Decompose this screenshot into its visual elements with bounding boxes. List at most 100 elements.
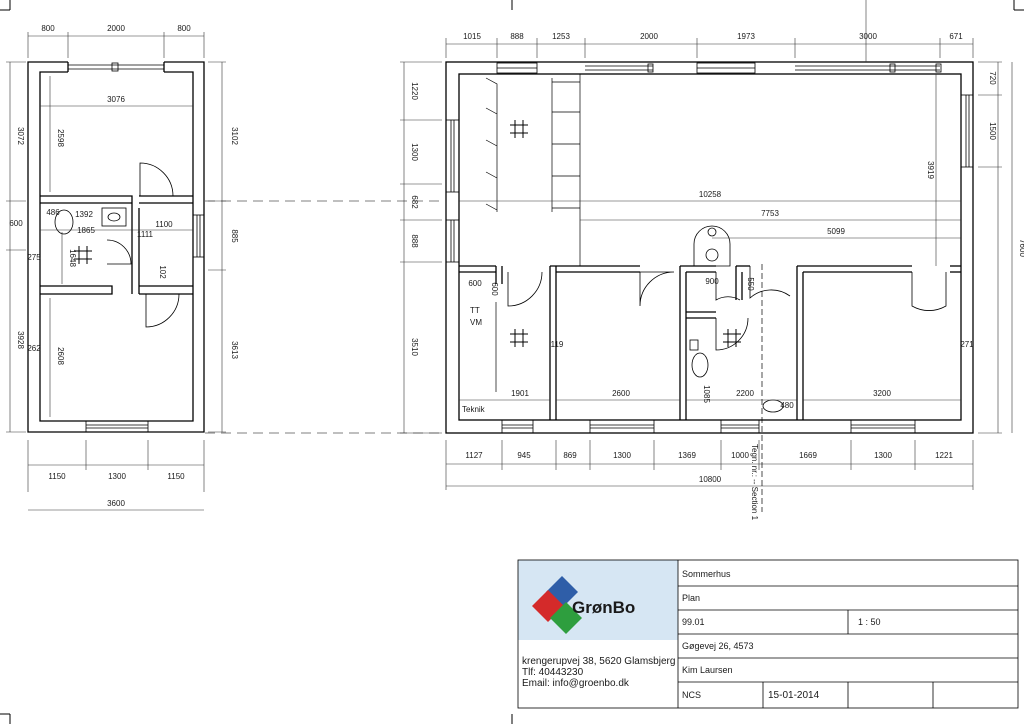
right-room-width-2: 2600	[612, 389, 630, 398]
right-plan: TT VM Teknik Tegn. nr.: -- Section 1 101…	[400, 0, 1024, 521]
right-dimension-texts: 1015 888 1253 2000 1973 3000 671 1220 13…	[410, 32, 1024, 484]
company-email: Email: info@groenbo.dk	[522, 678, 630, 689]
right-stove	[693, 225, 731, 267]
title-block-texts: krengerupvej 38, 5620 Glamsbjerg Tlf: 40…	[522, 569, 881, 701]
right-doors	[507, 266, 947, 351]
left-room-height-2: 1648	[68, 249, 77, 267]
right-bottom-dim-3: 869	[563, 451, 577, 460]
left-bottom-dim-1: 1150	[48, 472, 66, 481]
left-vdim-1: 3072	[16, 127, 25, 145]
left-dimension-texts: 800 2000 800 3076 1392 1100 486 1865 111…	[9, 24, 239, 508]
right-interior-dim-11: 271	[960, 340, 974, 349]
left-room-width-4: 486	[46, 208, 60, 217]
left-toilet-basin	[54, 207, 127, 235]
client-name: Kim Laursen	[682, 665, 733, 675]
logo-text: GrønBo	[572, 598, 635, 617]
drawing-scale: 1 : 50	[858, 617, 881, 627]
author-initials: NCS	[682, 690, 701, 700]
left-top-dim-3: 800	[177, 24, 191, 33]
right-room-markers	[510, 120, 741, 347]
label-tt: TT	[470, 306, 480, 315]
right-top-dim-7: 671	[949, 32, 963, 41]
right-bottom-dim-2: 945	[517, 451, 531, 460]
left-dimension-lines	[6, 32, 226, 511]
left-room-width-1: 3076	[107, 95, 125, 104]
right-left-dim-5: 3510	[410, 338, 419, 356]
right-right-dim-4: 3919	[926, 161, 935, 179]
left-vdim-2: 600	[9, 219, 23, 228]
right-windows-bottom	[501, 419, 916, 434]
right-bottom-dim-7: 1669	[799, 451, 817, 460]
right-left-dim-4: 888	[410, 234, 419, 248]
left-bottom-dim-2: 1300	[108, 472, 126, 481]
left-vdim-4: 3102	[230, 127, 239, 145]
right-bathroom-fixtures	[689, 339, 784, 413]
right-plan-walls	[445, 61, 974, 434]
right-left-dim-2: 1300	[410, 143, 419, 161]
right-total-width: 10800	[699, 475, 722, 484]
right-interior-dim-5: 600	[490, 282, 499, 296]
left-top-dim-1: 800	[41, 24, 55, 33]
right-left-dim-3: 682	[410, 195, 419, 209]
left-vdim-6: 3613	[230, 341, 239, 359]
right-top-dim-2: 888	[510, 32, 524, 41]
left-window-bottom	[85, 420, 149, 433]
drawing-number: 99.01	[682, 617, 705, 627]
right-bottom-dim-1: 1127	[465, 451, 483, 460]
right-interior-dim-9: 1085	[702, 385, 711, 403]
drawing-name: Plan	[682, 593, 700, 603]
left-small-dim-5: 262	[27, 344, 41, 353]
title-block: GrønBo krengerupvej 38, 5620 Glamsbjerg …	[517, 559, 1019, 709]
left-window-right	[192, 214, 205, 258]
right-windows-top	[496, 62, 942, 74]
right-bottom-dim-9: 1221	[935, 451, 953, 460]
right-dimension-lines	[400, 0, 1013, 490]
site-address: Gøgevej 26, 4573	[682, 641, 754, 651]
right-interior-dim-6: 900	[705, 277, 719, 286]
left-plan-walls	[27, 61, 205, 433]
right-bottom-dim-4: 1300	[613, 451, 631, 460]
left-plan: 800 2000 800 3076 1392 1100 486 1865 111…	[6, 24, 239, 511]
right-right-dim-3: 7600	[1018, 239, 1024, 257]
left-small-dim-2: 1111	[137, 230, 154, 239]
left-room-height-1: 2598	[56, 129, 65, 147]
right-room-width-3: 2200	[736, 389, 754, 398]
right-interior-dim-4: 600	[468, 279, 482, 288]
right-top-dim-5: 1973	[737, 32, 755, 41]
right-left-dim-1: 1220	[410, 82, 419, 100]
section-label: Tegn. nr.: -- Section 1	[750, 444, 759, 521]
right-top-dim-6: 3000	[859, 32, 877, 41]
left-window-top	[68, 62, 164, 72]
drawing-date: 15-01-2014	[768, 690, 820, 701]
company-address: krengerupvej 38, 5620 Glamsbjerg	[522, 656, 675, 667]
left-top-dim-2: 2000	[107, 24, 125, 33]
right-room-width-4: 3200	[873, 389, 891, 398]
right-windows-sides	[445, 94, 974, 263]
company-phone: Tlf: 40443230	[522, 667, 584, 678]
left-doors	[106, 162, 180, 328]
right-room-width-1: 1901	[511, 389, 529, 398]
right-bottom-dim-6: 1000	[731, 451, 749, 460]
left-small-dim-1: 1865	[77, 226, 95, 235]
left-total-width: 3600	[107, 499, 125, 508]
right-interior-dim-2: 7753	[761, 209, 779, 218]
left-small-dim-3: 102	[158, 265, 167, 279]
right-interior-dim-1: 10258	[699, 190, 722, 199]
left-vdim-5: 885	[230, 229, 239, 243]
label-teknik: Teknik	[462, 405, 486, 414]
right-right-dim-1: 720	[988, 71, 997, 85]
right-top-dim-4: 2000	[640, 32, 658, 41]
label-vm: VM	[470, 318, 482, 327]
left-room-height-3: 2608	[56, 347, 65, 365]
right-interior-dim-7: 550	[746, 277, 755, 291]
right-wardrobes	[485, 74, 581, 392]
right-room-labels: TT VM Teknik Tegn. nr.: -- Section 1	[462, 306, 759, 521]
left-small-dim-4: 275	[27, 253, 41, 262]
right-right-dim-2: 1500	[988, 122, 997, 140]
left-room-width-2: 1392	[75, 210, 93, 219]
project-name: Sommerhus	[682, 569, 731, 579]
right-bottom-dim-5: 1369	[678, 451, 696, 460]
logo-diamond-green	[550, 602, 582, 634]
